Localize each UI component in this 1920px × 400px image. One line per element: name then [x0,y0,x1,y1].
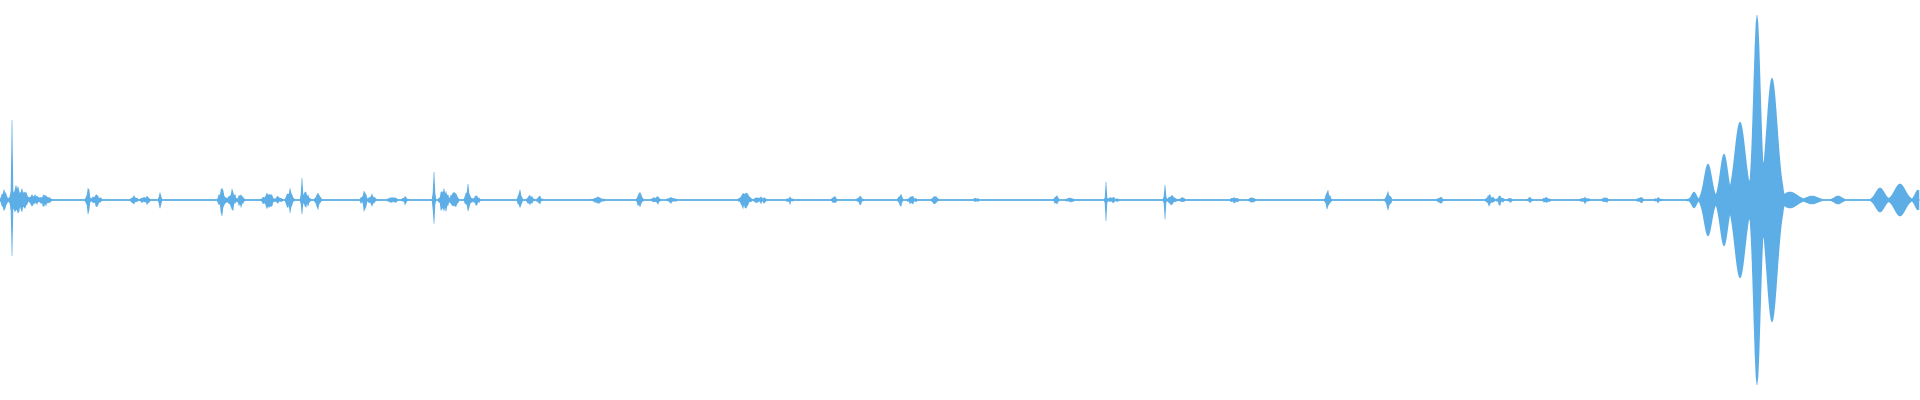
waveform-envelope [0,14,1920,386]
